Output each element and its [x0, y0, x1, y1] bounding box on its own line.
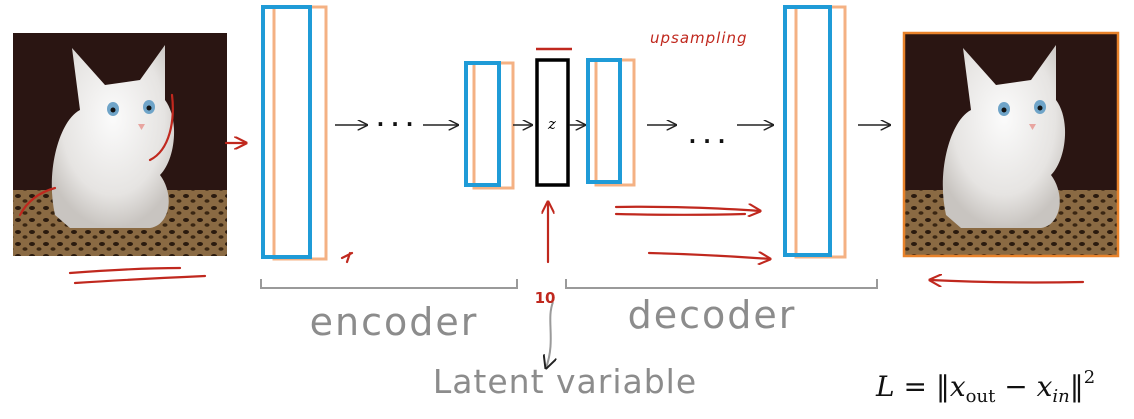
decoder-layer-small	[586, 58, 636, 187]
latent-dim-annotation: 10	[535, 289, 556, 307]
formula-sub-out: out	[966, 386, 996, 407]
latent-z-label: z	[547, 115, 556, 133]
upsampling-annotation: upsampling	[650, 29, 748, 47]
formula-norm-close: ‖	[1070, 370, 1084, 403]
loss-formula: L = ‖xout − xin‖2	[875, 367, 1095, 407]
decoder-label: decoder	[628, 293, 797, 337]
input-underline-annotation	[68, 266, 182, 275]
formula-x1: x	[950, 370, 966, 403]
decoder-ellipsis: · · ·	[689, 129, 726, 153]
encoder-layer-large	[261, 5, 328, 261]
latent-pointer-arrow	[546, 301, 553, 368]
output-underline-annotation	[930, 280, 1085, 282]
decoder-layer-large	[783, 5, 847, 259]
input-image	[13, 33, 227, 256]
formula-eq: =	[895, 370, 936, 403]
kitten-nose	[1029, 124, 1036, 130]
formula-norm-open: ‖	[936, 370, 950, 403]
formula-x2: x	[1037, 370, 1053, 403]
kitten-body	[51, 45, 175, 228]
red-annotations	[18, 93, 1085, 283]
formula-power: 2	[1084, 367, 1095, 388]
output-image	[902, 31, 1120, 258]
decoder-bracket	[565, 279, 878, 289]
kitten-nose	[138, 124, 145, 130]
encoder-bracket	[260, 279, 518, 289]
formula-lhs: L	[875, 370, 895, 403]
latent-layer	[535, 58, 570, 187]
encoder-label: encoder	[310, 300, 479, 344]
formula-sub-in: in	[1052, 386, 1069, 407]
kitten-body	[942, 45, 1066, 228]
encoder-ellipsis: · · ·	[377, 112, 414, 136]
formula-minus: −	[995, 370, 1036, 403]
encoder-layer-small	[464, 61, 515, 190]
latent-variable-label: Latent variable	[433, 362, 697, 401]
output-image-border	[902, 31, 1120, 258]
